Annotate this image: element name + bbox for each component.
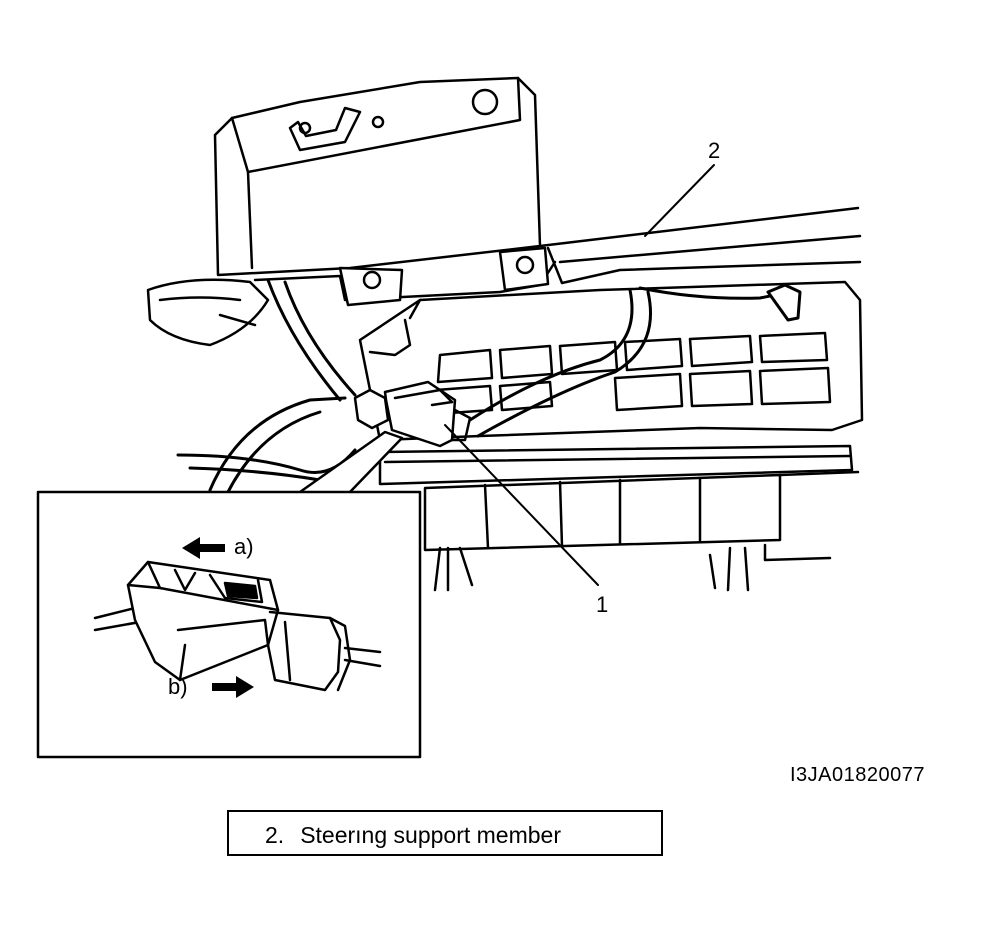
legend-entry: 2. Steerıng support member (265, 822, 561, 849)
leader-line-2 (644, 164, 715, 237)
left-duct (146, 278, 270, 347)
arrow-b-icon (212, 676, 254, 698)
callout-2: 2 (708, 138, 721, 163)
inset-label-b: b) (168, 674, 188, 699)
lower-unit (358, 280, 864, 592)
legend-label: Steerıng support member (300, 822, 561, 848)
steering-support-member (253, 206, 862, 307)
legend-box: 2. Steerıng support member (227, 810, 663, 856)
leader-line-1 (444, 424, 599, 586)
legend-number: 2. (265, 822, 285, 848)
callout-1: 1 (596, 592, 609, 617)
inset-connector (93, 560, 382, 692)
arrow-a-icon (182, 537, 225, 559)
main-connector (353, 380, 472, 448)
zoom-callout (298, 430, 404, 494)
inset-label-a: a) (234, 534, 254, 559)
figure-id: I3JA01820077 (790, 764, 926, 786)
upper-panel (213, 76, 542, 277)
